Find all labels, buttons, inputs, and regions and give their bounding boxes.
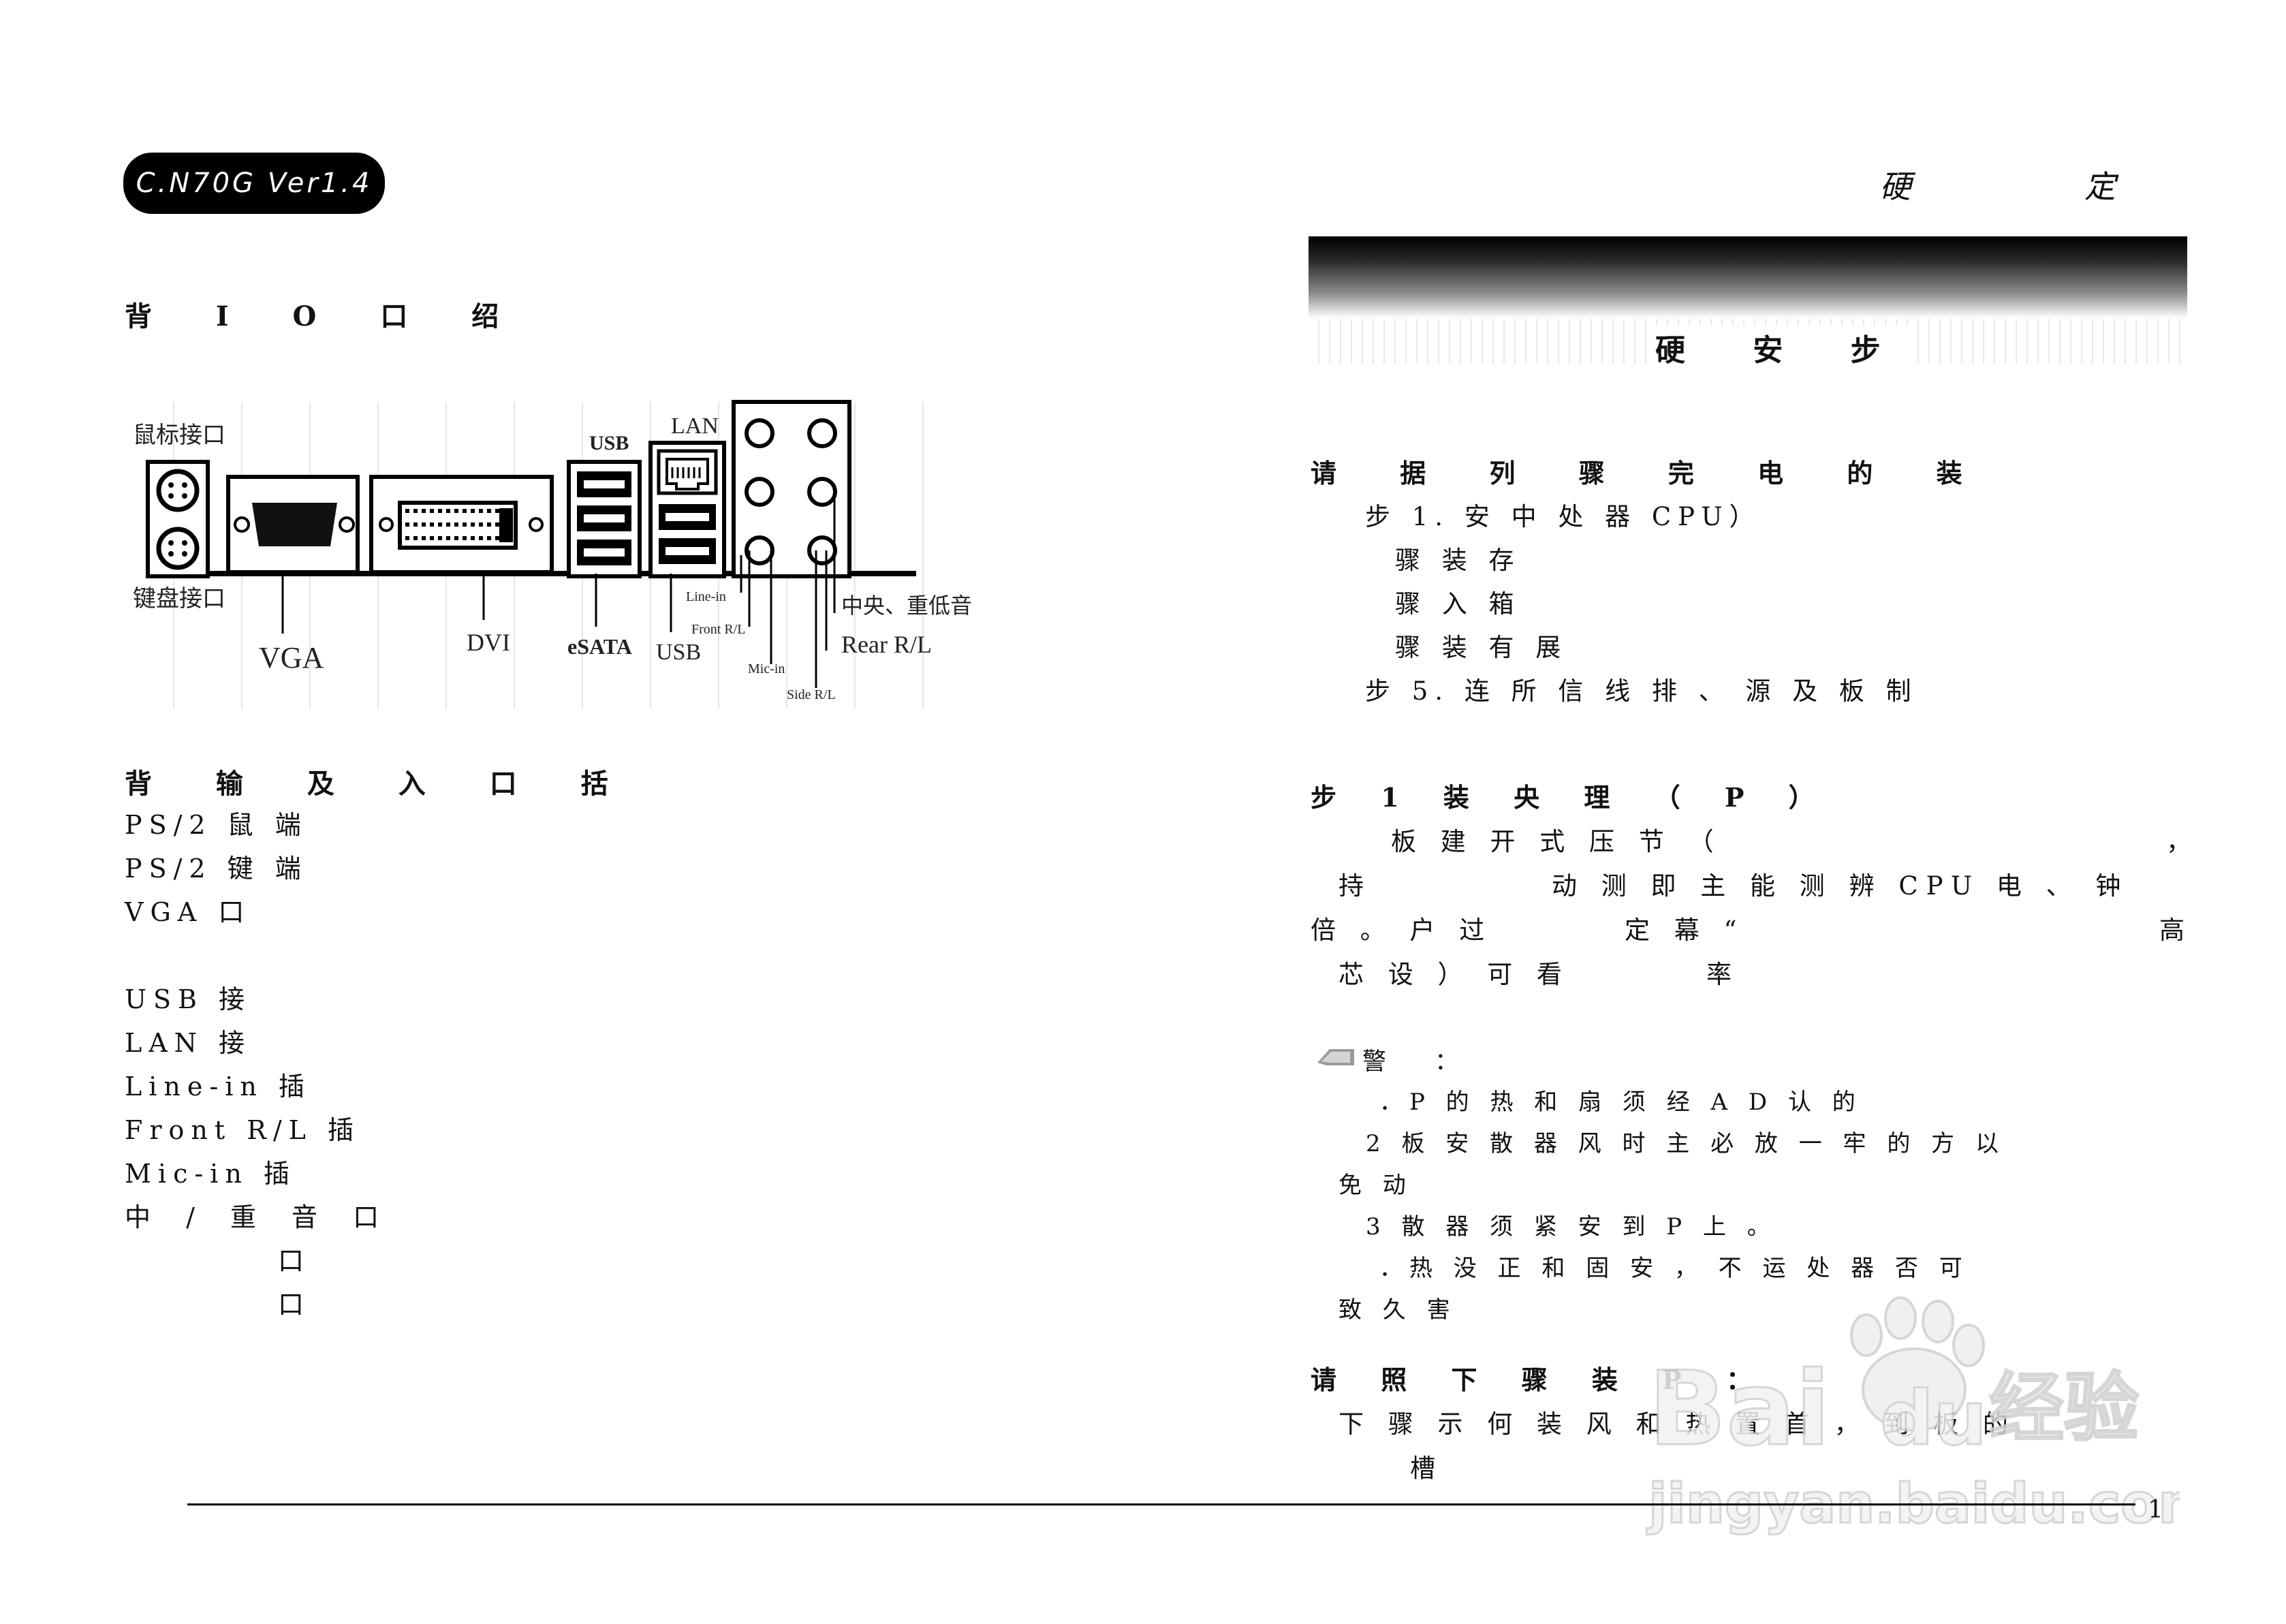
label-vga: VGA — [259, 641, 324, 674]
footer-rule — [187, 1503, 2135, 1505]
label-dvi: DVI — [467, 629, 510, 656]
label-rear: Rear R/L — [841, 631, 932, 658]
list-item: Mic-in 插 — [125, 1159, 296, 1189]
step1-heading: 步 1 装 央 理 （ P ） — [1311, 782, 1832, 813]
step-item: 骤 装 存 — [1395, 546, 1521, 575]
vga-port — [226, 475, 360, 634]
list-item: Line-in 插 — [125, 1072, 311, 1102]
list-item: VGA 口 — [125, 897, 251, 927]
watermark-brand-cn: 经验 — [1989, 1364, 2139, 1452]
label-front: Front R/L — [691, 622, 745, 637]
lan-usb-stack — [648, 441, 726, 632]
step1-line: 芯 设 ） 可 看 — [1338, 960, 1571, 989]
label-usb-top: USB — [589, 432, 629, 454]
section-banner-gradient — [1309, 236, 2187, 318]
label-side: Side R/L — [787, 687, 836, 702]
step1-line: 高 — [2159, 916, 2185, 945]
list-item: 中 / 重 音 口 — [125, 1202, 393, 1232]
warning-item: 2 板 安 散 器 风 时 主 必 放 一 牢 的 方 以 — [1366, 1130, 2005, 1157]
step1-line: 率 — [1706, 960, 1732, 989]
io-list: PS/2 鼠 端 PS/2 键 端 VGA 口 USB 接 LAN 接 Line… — [125, 804, 392, 1327]
list-item: PS/2 鼠 端 — [125, 810, 308, 840]
list-item: PS/2 键 端 — [125, 854, 308, 884]
usb-esata-stack — [567, 460, 642, 627]
label-mouse-port: 鼠标接口 — [133, 422, 225, 448]
label-keyboard-port: 键盘接口 — [133, 586, 225, 612]
label-mic-in: Mic-in — [748, 661, 785, 676]
ps2-keyboard-port — [156, 527, 200, 570]
section-heading-rear-io: 背 I O 口 绍 — [125, 300, 527, 332]
warning-item: 3 散 器 须 紧 安 到 P 上 。 — [1366, 1213, 1777, 1240]
warning-item: ．热 没 正 和 固 安 ， 不 运 处 器 否 可 — [1379, 1255, 1969, 1282]
section-title: 硬 安 步 — [1648, 326, 1916, 369]
step-item: 骤 入 箱 — [1395, 589, 1521, 619]
intro-heading: 请 据 列 骤 完 电 的 装 — [1311, 458, 1990, 488]
install-line: 槽 — [1410, 1454, 1435, 1483]
watermark-brand-du: du — [1880, 1375, 1987, 1462]
step1-line: 板 建 开 式 压 节 （ — [1391, 827, 1722, 856]
step1-line: 动 测 即 主 能 测 辨 CPU 电 、 钟 — [1552, 871, 2129, 901]
step1-line: 倍 。 户 过 — [1311, 916, 1493, 945]
rear-io-panel-figure: 鼠标接口 键盘接口 VGA DVI eSATA USB USB LAN Line… — [133, 400, 972, 708]
label-usb-bottom: USB — [656, 640, 701, 665]
list-item: USB 接 — [125, 984, 252, 1014]
warning-list: ．P 的 热 和 扇 须 经 A D 认 的 2 板 安 散 器 风 时 主 必… — [1315, 1083, 2005, 1332]
ps2-mouse-port — [156, 469, 200, 512]
version-badge: C.N70G Ver1.4 — [123, 153, 385, 214]
watermark-brand: Bai — [1648, 1350, 1830, 1469]
install-steps-list: 步 1. 安 中 处 器 CPU） 骤 装 存 骤 入 箱 骤 装 有 展 步 … — [1365, 496, 1918, 714]
list-item: LAN 接 — [125, 1028, 252, 1058]
list-item: 口 — [278, 1290, 311, 1320]
label-line-in: Line-in — [686, 589, 726, 604]
list-item: Front R/L 插 — [125, 1115, 360, 1145]
step-item: 步 1. 安 中 处 器 CPU） — [1365, 502, 1762, 531]
ps2-ports — [146, 460, 210, 578]
chapter-title: 硬 定 — [1879, 168, 2197, 205]
dvi-port — [369, 475, 554, 620]
warning-label: 警 ： — [1362, 1048, 1479, 1076]
label-center-sub: 中央、重低音 — [841, 593, 972, 618]
step1-line: ， — [2166, 827, 2191, 856]
step-item: 步 5. 连 所 信 线 排 、 源 及 板 制 — [1365, 676, 1918, 706]
step-item: 骤 装 有 展 — [1395, 633, 1568, 662]
warning-item: ．P 的 热 和 扇 须 经 A D 认 的 — [1379, 1089, 1862, 1116]
warning-item: 免 动 — [1338, 1172, 1413, 1199]
warning-item: 致 久 害 — [1338, 1296, 1457, 1324]
io-list-heading: 背 输 及 入 口 括 — [125, 768, 636, 800]
baidu-jingyan-watermark: Bai du 经验 jingyan.baidu.com — [1646, 1296, 2180, 1537]
warning-hand-icon — [1317, 1049, 1354, 1065]
page-number: 1 — [2148, 1496, 2163, 1524]
step1-line: 定 幕 “ — [1625, 916, 1745, 945]
step1-line: 持 — [1338, 871, 1364, 901]
install-heading: 请 照 下 骤 装 P ： — [1311, 1364, 1770, 1395]
version-text: C.N70G Ver1.4 — [136, 168, 373, 199]
audio-jacks — [732, 400, 851, 688]
paw-logo-icon — [1850, 1296, 1985, 1432]
list-item: 口 — [278, 1246, 311, 1276]
label-esata: eSATA — [567, 634, 632, 659]
label-lan: LAN — [671, 413, 719, 439]
list-item — [125, 935, 392, 978]
